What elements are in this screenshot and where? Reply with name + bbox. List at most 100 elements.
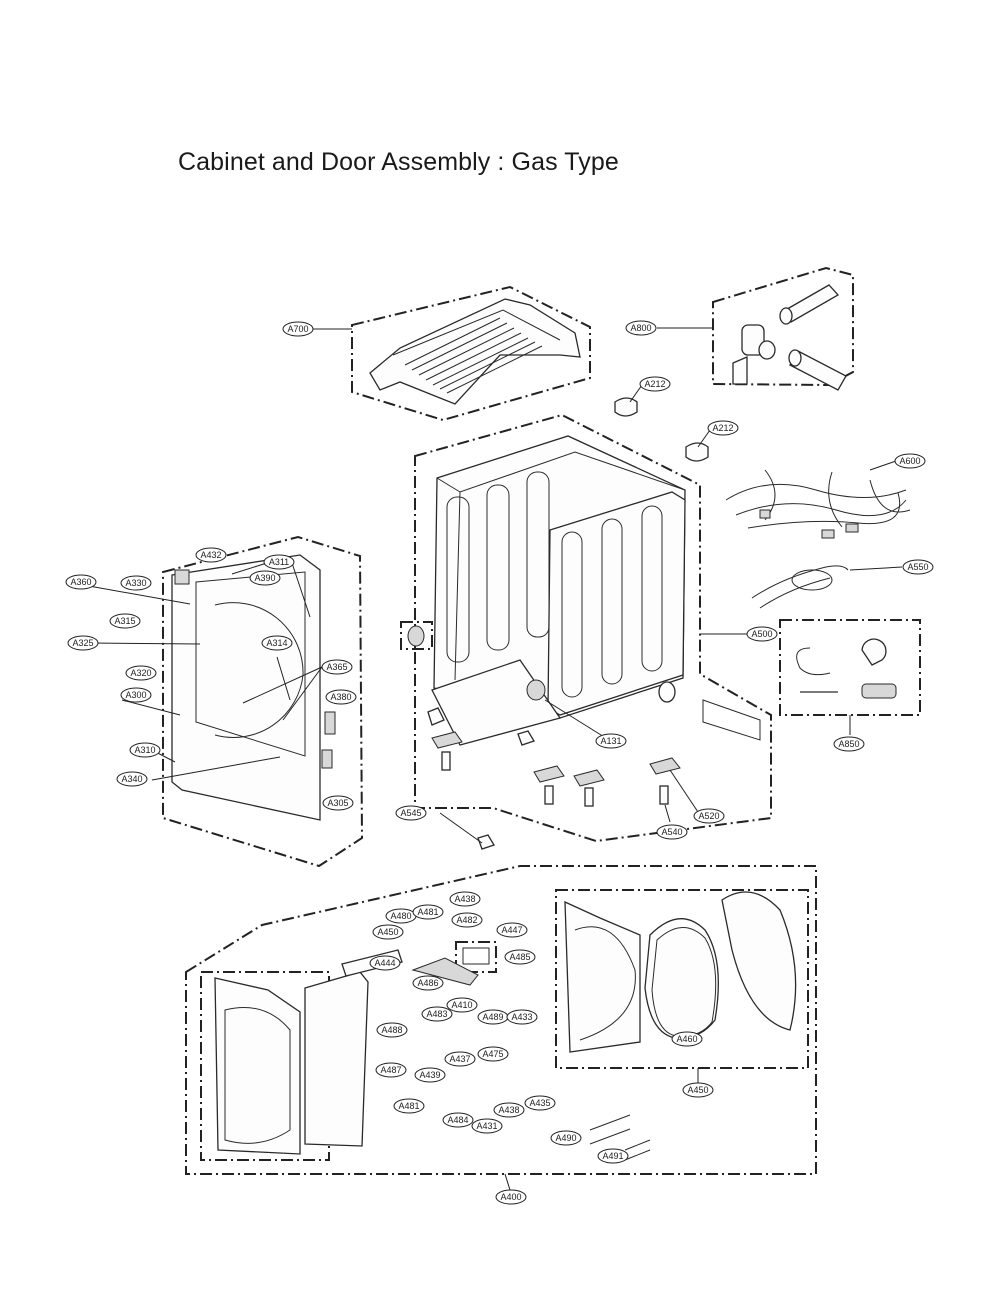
callout-label: A444 [374,958,395,968]
callout-label: A482 [456,915,477,925]
callout-a850: A850 [833,736,865,752]
callout-bubble [746,626,778,642]
callout-bubble [451,912,483,928]
callout-label: A491 [602,1151,623,1161]
callout-label: A447 [501,925,522,935]
gas-kit-drawing [796,638,897,699]
callout-a330: A330 [120,575,152,591]
callout-label: A800 [630,323,651,333]
callout-label: A484 [447,1115,468,1125]
callout-label: A500 [751,629,772,639]
callout-a314: A314 [261,635,293,651]
callout-a450-top: A450 [372,924,404,940]
callout-label: A438 [454,894,475,904]
callout-a435: A435 [524,1095,556,1111]
callout-a487: A487 [375,1062,407,1078]
callout-a131: A131 [595,733,627,749]
callout-bubble [322,795,354,811]
callout-bubble [656,824,688,840]
callout-bubble [125,665,157,681]
callout-label: A486 [417,978,438,988]
callout-a380: A380 [325,689,357,705]
callout-a400: A400 [495,1189,527,1205]
callout-bubble [496,922,528,938]
callout-label: A485 [509,952,530,962]
callout-a600: A600 [894,453,926,469]
callout-label: A432 [200,550,221,560]
callout-label: A314 [266,638,287,648]
callout-bubble [495,1189,527,1205]
callout-bubble [595,733,627,749]
callout-bubble [597,1148,629,1164]
callout-bubble [421,1006,453,1022]
callout-bubble [414,1067,446,1083]
callout-label: A460 [676,1034,697,1044]
callout-label: A330 [125,578,146,588]
callout-a410: A410 [446,997,478,1013]
callout-bubble [116,771,148,787]
callout-label: A850 [838,739,859,749]
callout-a491: A491 [597,1148,629,1164]
callout-bubble [395,805,427,821]
callout-a438-top: A438 [449,891,481,907]
callout-label: A488 [381,1025,402,1035]
callout-label: A483 [426,1009,447,1019]
page-title: Cabinet and Door Assembly : Gas Type [178,148,619,176]
callout-bubble [894,453,926,469]
callout-a540: A540 [656,824,688,840]
callout-a800: A800 [625,320,657,336]
callout-a300: A300 [120,687,152,703]
callout-bubble [671,1031,703,1047]
callout-a431: A431 [471,1118,503,1134]
callout-label: A320 [130,668,151,678]
feet-drawing [427,699,761,850]
callout-a545: A545 [395,805,427,821]
callout-bubble [195,547,227,563]
callout-a365: A365 [321,659,353,675]
callout-a483: A483 [421,1006,453,1022]
callout-a520: A520 [693,808,725,824]
callout-a460: A460 [671,1031,703,1047]
callout-bubble [67,635,99,651]
callout-label: A487 [380,1065,401,1075]
top-panel-drawing [369,298,581,405]
callout-bubble [833,736,865,752]
wire-harness-drawing [725,469,911,609]
callout-bubble [282,321,314,337]
callout-a489: A489 [477,1009,509,1025]
callout-bubble [707,420,739,436]
callout-a390: A390 [249,570,281,586]
callout-bubble [412,904,444,920]
callout-bubble [109,613,141,629]
callout-bubble [524,1095,556,1111]
callout-bubble [375,1062,407,1078]
callout-bubble [449,891,481,907]
callout-label: A700 [287,324,308,334]
callout-label: A325 [72,638,93,648]
callout-bubble [261,635,293,651]
callout-label: A490 [555,1133,576,1143]
callout-bubble [446,997,478,1013]
callout-a450: A450 [682,1082,714,1098]
callout-a481-bottom: A481 [393,1098,425,1114]
callout-label: A340 [121,774,142,784]
callout-label: A545 [400,808,421,818]
callout-bubble [550,1130,582,1146]
exhaust-duct-drawing [732,284,847,391]
callout-bubble [625,320,657,336]
callout-label: A433 [511,1012,532,1022]
callout-bubble [504,949,536,965]
callout-label: A311 [269,557,289,567]
callout-label: A481 [417,907,438,917]
callout-label: A450 [687,1085,708,1095]
callout-a340: A340 [116,771,148,787]
callout-a475: A475 [477,1046,509,1062]
callout-label: A400 [500,1192,521,1202]
callout-bubble [65,574,97,590]
callout-a500: A500 [746,626,778,642]
callout-a700: A700 [282,321,314,337]
callout-bubble [129,742,161,758]
callout-a310: A310 [129,742,161,758]
